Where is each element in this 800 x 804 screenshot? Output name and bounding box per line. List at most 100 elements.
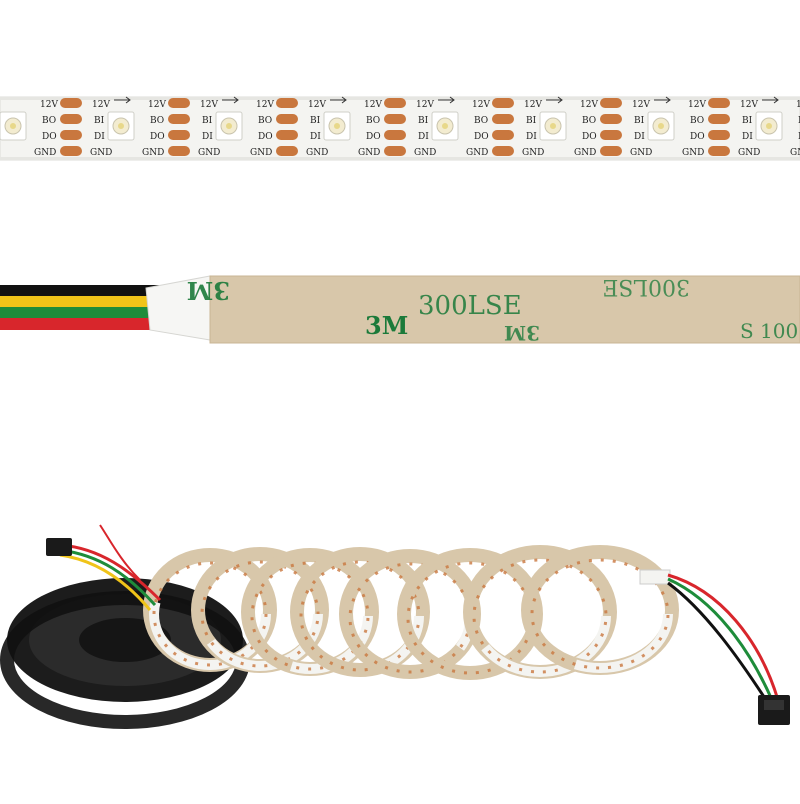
solder-pad: [708, 114, 730, 124]
strip-coil: [521, 545, 679, 675]
label-gnd: GND: [34, 148, 56, 158]
label-12v: 12V: [740, 100, 758, 110]
label-gnd: GND: [198, 148, 220, 158]
adhesive-tape: [209, 275, 800, 344]
solder-pad: [168, 114, 190, 124]
direction-arrow-icon: [330, 96, 347, 104]
solder-pad: [708, 146, 730, 156]
direction-arrow-icon: [438, 96, 455, 104]
tape-model: 300LSE: [418, 291, 522, 321]
solder-pad: [60, 114, 82, 124]
wire-bundle: [0, 285, 160, 330]
label-di: DI: [418, 132, 429, 142]
label-12v: 12V: [580, 100, 598, 110]
label-gnd: GND: [90, 148, 112, 158]
label-bi: BI: [418, 116, 429, 126]
tape-model-mirrored: 300LSE: [602, 274, 690, 299]
label-bi: BI: [310, 116, 321, 126]
led-strip-back: 3M 3M 300LSE 300LSE 3M S 100: [0, 274, 800, 345]
solder-pad: [708, 98, 730, 108]
solder-pad: [276, 98, 298, 108]
label-12v: 12V: [256, 100, 274, 110]
label-gnd: GND: [522, 148, 544, 158]
label-gnd: GND: [466, 148, 488, 158]
label-12v: 12V: [92, 100, 110, 110]
label-gnd: GND: [682, 148, 704, 158]
label-do: DO: [798, 132, 800, 142]
label-12v: 12V: [416, 100, 434, 110]
solder-pad: [492, 98, 514, 108]
led-strip-reel: [0, 524, 790, 729]
solder-pad: [600, 146, 622, 156]
label-bi: BI: [526, 116, 537, 126]
label-gnd: GND: [574, 148, 596, 158]
solder-pad: [168, 146, 190, 156]
solder-pad: [384, 98, 406, 108]
tape-brand-mirrored: 3M: [187, 276, 230, 305]
connector-right: [639, 569, 790, 725]
direction-arrow-icon: [222, 96, 239, 104]
solder-pad: [276, 146, 298, 156]
label-12v: 12V: [308, 100, 326, 110]
label-12v: 12V: [632, 100, 650, 110]
direction-arrow-icon: [114, 96, 131, 104]
label-12v: 12V: [148, 100, 166, 110]
tape-brand: 3M: [365, 311, 408, 340]
label-bo: BO: [366, 116, 380, 126]
strip-coil: [191, 547, 329, 673]
label-bi: BI: [634, 116, 645, 126]
label-bo: BO: [798, 116, 800, 126]
solder-pad: [168, 130, 190, 140]
label-12v: 12V: [688, 100, 706, 110]
label-12v: 12V: [472, 100, 490, 110]
label-do: DO: [366, 132, 381, 142]
solder-pad: [276, 130, 298, 140]
label-do: DO: [42, 132, 57, 142]
label-gnd: GND: [630, 148, 652, 158]
label-do: DO: [690, 132, 705, 142]
label-do: DO: [582, 132, 597, 142]
solder-pad: [492, 130, 514, 140]
reel-spool: [0, 578, 250, 729]
label-bi: BI: [202, 116, 213, 126]
label-gnd: GND: [306, 148, 328, 158]
solder-pad: [168, 98, 190, 108]
label-gnd: GND: [250, 148, 272, 158]
label-di: DI: [202, 132, 213, 142]
solder-pad: [600, 114, 622, 124]
strip-coil: [290, 547, 430, 677]
label-gnd: GND: [414, 148, 436, 158]
strip-coil: [463, 545, 617, 679]
solder-pad: [60, 146, 82, 156]
direction-arrow-icon: [654, 96, 671, 104]
label-bo: BO: [690, 116, 704, 126]
solder-pad: [384, 146, 406, 156]
label-do: DO: [258, 132, 273, 142]
direction-arrow-icon: [762, 96, 779, 104]
label-bo: BO: [42, 116, 56, 126]
solder-pad: [492, 114, 514, 124]
strip-coil: [241, 548, 379, 676]
label-do: DO: [474, 132, 489, 142]
label-bi: BI: [742, 116, 753, 126]
label-12v: 12V: [364, 100, 382, 110]
label-gnd: GND: [790, 148, 800, 158]
solder-pad: [276, 114, 298, 124]
label-12v: 12V: [40, 100, 58, 110]
solder-pad: [60, 130, 82, 140]
label-12v: 12V: [524, 100, 542, 110]
label-di: DI: [94, 132, 105, 142]
solder-pad: [600, 98, 622, 108]
tape-brand-faded: 3M: [504, 321, 540, 345]
solder-pad: [492, 146, 514, 156]
label-gnd: GND: [738, 148, 760, 158]
label-gnd: GND: [142, 148, 164, 158]
label-di: DI: [310, 132, 321, 142]
